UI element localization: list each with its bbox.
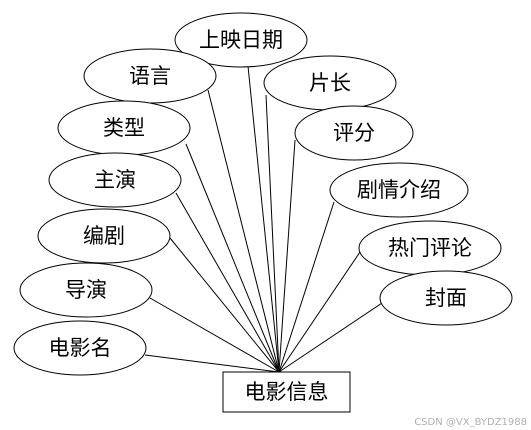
attribute-writer: 编剧 bbox=[37, 208, 171, 264]
connector-synopsis bbox=[278, 201, 335, 373]
connector-duration bbox=[265, 94, 280, 373]
attribute-genre: 类型 bbox=[57, 100, 191, 156]
connector-language bbox=[207, 89, 280, 373]
attribute-label-synopsis: 剧情介绍 bbox=[357, 178, 441, 202]
connector-title bbox=[144, 354, 280, 373]
attribute-label-rating: 评分 bbox=[333, 121, 375, 145]
attribute-language: 语言 bbox=[83, 48, 217, 104]
attribute-ellipse-title bbox=[13, 320, 147, 376]
attribute-ellipse-writer bbox=[37, 208, 171, 264]
attribute-label-genre: 类型 bbox=[103, 116, 145, 140]
connector-release-date bbox=[247, 65, 280, 373]
attribute-cast: 主演 bbox=[48, 152, 182, 208]
connector-genre bbox=[185, 143, 280, 373]
entity-box: 电影信息 bbox=[222, 371, 351, 413]
entity-rect bbox=[222, 371, 351, 413]
attribute-ellipse-cover bbox=[379, 270, 513, 326]
attribute-ellipses: 上映日期语言 片长类型 评分主演 剧情介绍编剧热门评论导演 封面电影名 bbox=[13, 12, 513, 376]
attribute-director: 导演 bbox=[19, 262, 153, 318]
attribute-ellipse-release-date bbox=[174, 12, 308, 68]
attribute-label-cover: 封面 bbox=[425, 286, 467, 310]
attribute-label-release-date: 上映日期 bbox=[199, 28, 283, 52]
attribute-label-title: 电影名 bbox=[49, 336, 112, 360]
watermark-text: CSDN @VX_BYDZ1988 bbox=[414, 417, 527, 428]
attribute-label-language: 语言 bbox=[129, 64, 171, 88]
connector-hot-review bbox=[278, 251, 361, 373]
attribute-label-duration: 片长 bbox=[309, 71, 351, 95]
attribute-ellipse-director bbox=[19, 262, 153, 318]
attribute-title: 电影名 bbox=[13, 320, 147, 376]
attribute-duration: 片长 bbox=[263, 55, 397, 111]
attribute-label-cast: 主演 bbox=[94, 168, 136, 192]
entity-label: 电影信息 bbox=[245, 380, 329, 404]
attribute-release-date: 上映日期 bbox=[174, 12, 308, 68]
connector-director bbox=[149, 297, 280, 373]
connector-writer bbox=[169, 237, 280, 373]
attribute-rating: 评分 bbox=[294, 105, 414, 161]
attribute-synopsis: 剧情介绍 bbox=[329, 162, 469, 218]
attribute-label-writer: 编剧 bbox=[83, 224, 125, 248]
attribute-ellipse-synopsis bbox=[329, 162, 469, 218]
attribute-ellipse-rating bbox=[294, 105, 414, 161]
attribute-hot-review: 热门评论 bbox=[358, 220, 502, 276]
attribute-label-director: 导演 bbox=[65, 278, 107, 302]
attribute-label-hot-review: 热门评论 bbox=[388, 236, 472, 260]
connector-cover bbox=[278, 302, 383, 373]
connector-rating bbox=[278, 139, 296, 373]
attribute-ellipse-cast bbox=[48, 152, 182, 208]
connector-lines bbox=[144, 65, 383, 373]
connector-cast bbox=[175, 192, 280, 373]
attribute-cover: 封面 bbox=[379, 270, 513, 326]
